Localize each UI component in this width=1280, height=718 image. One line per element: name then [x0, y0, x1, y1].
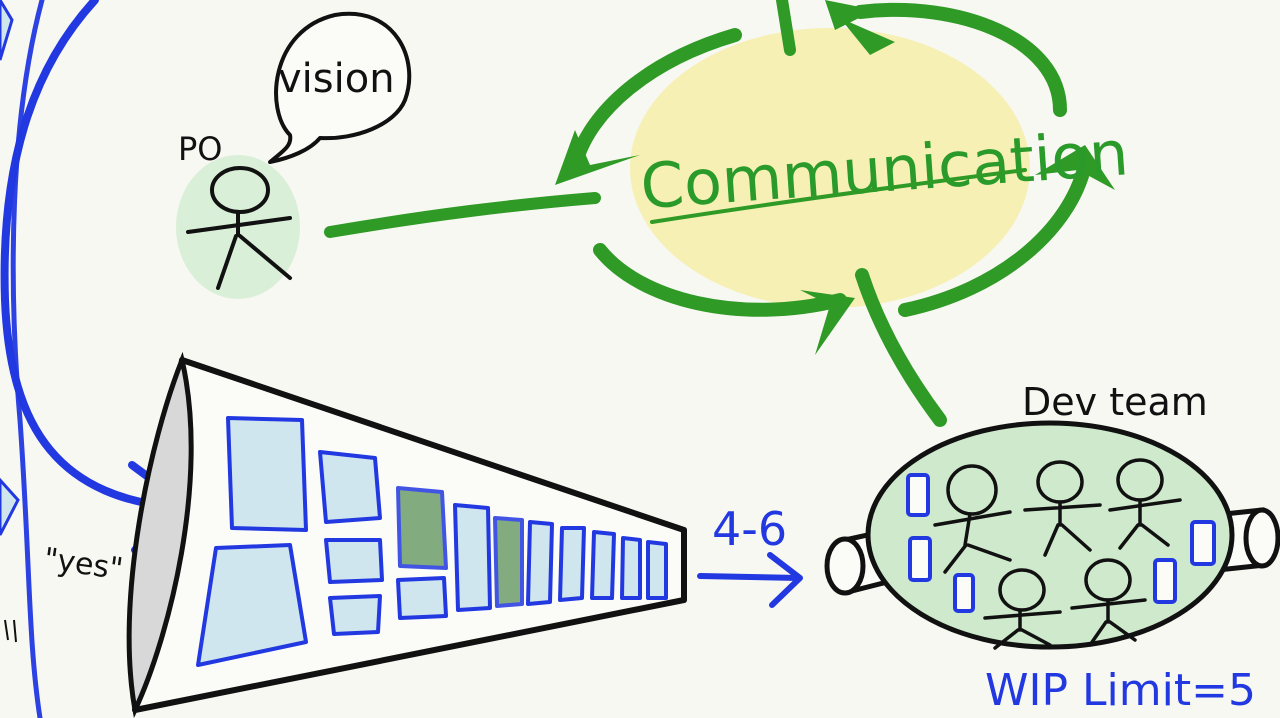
loop-arrow-top: [776, 0, 796, 56]
stick-figure-icon: [186, 166, 292, 290]
left-edge-tick: [4, 619, 17, 643]
card: [226, 416, 308, 532]
loop-arrow-left: [568, 28, 742, 172]
team-member-icon: [933, 464, 1012, 574]
card: [318, 450, 382, 524]
card: [646, 540, 668, 600]
speech-bubble-icon: [268, 11, 412, 164]
arrowhead-left: [555, 130, 640, 185]
communication-glow: [630, 28, 1030, 308]
po-label: PO: [178, 130, 222, 168]
team-to-communication-line: [855, 268, 947, 427]
wip-card: [953, 573, 975, 613]
team-member-icon: [983, 568, 1062, 650]
wip-card: [1153, 558, 1177, 604]
blue-flow-line: [0, 0, 189, 512]
yes-label: "yes": [41, 542, 125, 588]
arrowhead-top-mid: [840, 18, 895, 55]
communication-loop: [324, 0, 1092, 427]
po-to-communication-line: [324, 192, 601, 238]
card: [396, 576, 448, 620]
card: [620, 536, 642, 600]
card: [526, 520, 554, 606]
funnel-mouth: [126, 351, 194, 718]
team-member-icon: [1070, 558, 1147, 647]
funnel-to-team-arrow: [697, 552, 803, 608]
wip-limit-label: WIP Limit=5: [985, 665, 1256, 716]
card-wip: [396, 486, 448, 570]
wip-card: [906, 473, 930, 517]
vision-label: vision: [278, 56, 395, 102]
card: [453, 503, 492, 612]
wip-card: [908, 536, 932, 582]
arrowhead-bottom: [800, 290, 855, 355]
arrowhead-right: [1035, 145, 1115, 190]
loop-arrow-right: [898, 158, 1092, 317]
team-wip-cards: [906, 473, 1216, 613]
range-label: 4-6: [712, 502, 787, 556]
communication-underline: [650, 168, 1027, 224]
left-edge-shape-mid: [0, 477, 20, 536]
loop-arrow-top-right: [853, 2, 1067, 117]
backlog-cards: [196, 416, 668, 667]
dev-team-label: Dev team: [1022, 380, 1208, 424]
card: [196, 543, 308, 667]
card: [590, 530, 616, 600]
team-pipe-right-opening: [1243, 507, 1280, 569]
team-member-icon: [1023, 460, 1102, 557]
left-edge-shape-top: [0, 0, 14, 61]
card: [328, 594, 382, 636]
team-member-icon: [1108, 458, 1182, 550]
communication-arrowheads: [555, 0, 1115, 355]
wip-card: [1190, 520, 1216, 566]
card-wip: [493, 516, 524, 608]
loop-arrow-bottom: [593, 243, 847, 317]
blue-left-edge-line: [10, 0, 45, 718]
card: [558, 526, 586, 602]
arrowhead-top-left: [825, 0, 875, 30]
team-pipe-left-opening: [824, 536, 866, 596]
card: [324, 538, 384, 584]
team-members: [933, 458, 1182, 650]
